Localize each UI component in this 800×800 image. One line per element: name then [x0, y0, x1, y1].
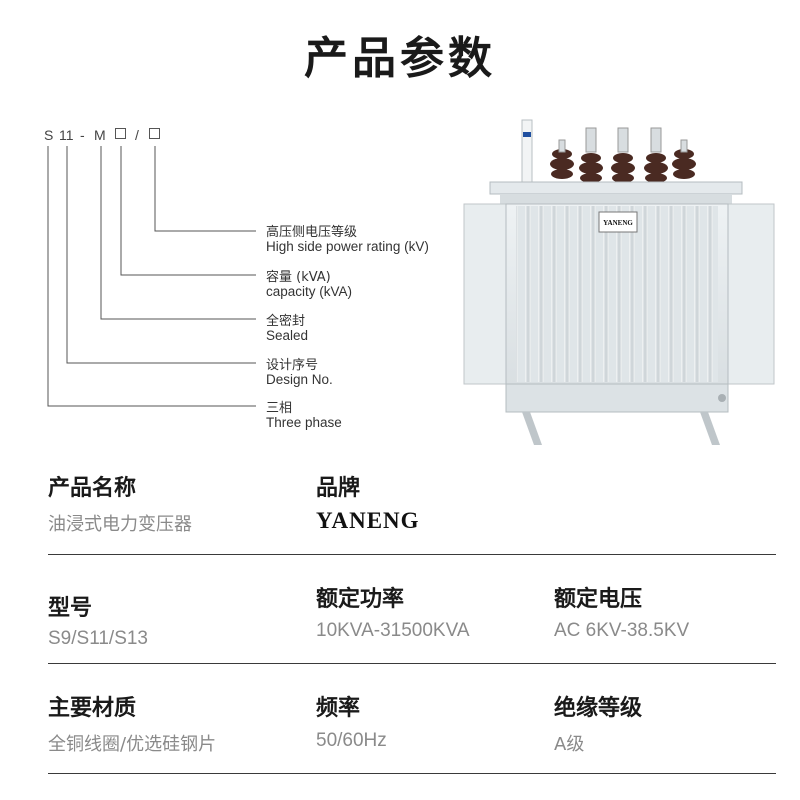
spec-value-rated-voltage: AC 6KV-38.5KV	[554, 620, 690, 641]
spec-label-rated-voltage: 额定电压	[554, 587, 643, 612]
code-design-no: 11	[59, 127, 74, 143]
spec-label-material: 主要材质	[48, 696, 137, 721]
divider-3	[48, 773, 776, 774]
spec-label-model: 型号	[48, 596, 93, 621]
spec-label-product-name: 产品名称	[48, 476, 137, 501]
code-series: S	[44, 127, 54, 143]
spec-label-brand: 品牌	[316, 476, 361, 501]
divider-1	[48, 554, 776, 555]
code-capacity-box	[115, 128, 126, 139]
spec-label-rated-power: 额定功率	[316, 587, 405, 612]
spec-value-frequency: 50/60Hz	[316, 730, 387, 751]
spec-label-insulation: 绝缘等级	[554, 696, 643, 721]
spec-value-rated-power: 10KVA-31500KVA	[316, 620, 470, 641]
code-dash: -	[80, 127, 85, 143]
brand-plate: YANENG	[603, 219, 633, 227]
page-title: 产品参数	[304, 33, 496, 84]
spec-value-material: 全铜线圈/优选硅钢片	[48, 734, 217, 755]
spec-label-frequency: 频率	[316, 696, 361, 721]
legend-capacity-cn: 容量 (kVA)	[266, 270, 331, 285]
legend-voltage-cn: 高压侧电压等级	[266, 225, 358, 240]
divider-2	[48, 663, 776, 664]
legend-phase-en: Three phase	[266, 415, 342, 430]
legend-phase-cn: 三相	[266, 401, 293, 416]
legend-sealed-cn: 全密封	[266, 314, 306, 329]
legend-capacity-en: capacity (kVA)	[266, 284, 353, 299]
legend-design-cn: 设计序号	[266, 358, 319, 373]
spec-value-insulation: A级	[554, 734, 585, 755]
spec-value-model: S9/S11/S13	[48, 628, 149, 649]
bushings	[521, 119, 696, 183]
transformer-image: YANENG	[463, 119, 775, 445]
legend-sealed-en: Sealed	[266, 328, 309, 343]
code-sealed: M	[94, 127, 106, 143]
brand-logo: YANENG	[316, 508, 420, 533]
code-voltage-box	[149, 128, 160, 139]
legend-voltage-en: High side power rating (kV)	[266, 239, 429, 254]
spec-value-product-name: 油浸式电力变压器	[48, 514, 192, 535]
code-slash: /	[135, 127, 139, 143]
legend-design-en: Design No.	[266, 372, 333, 387]
